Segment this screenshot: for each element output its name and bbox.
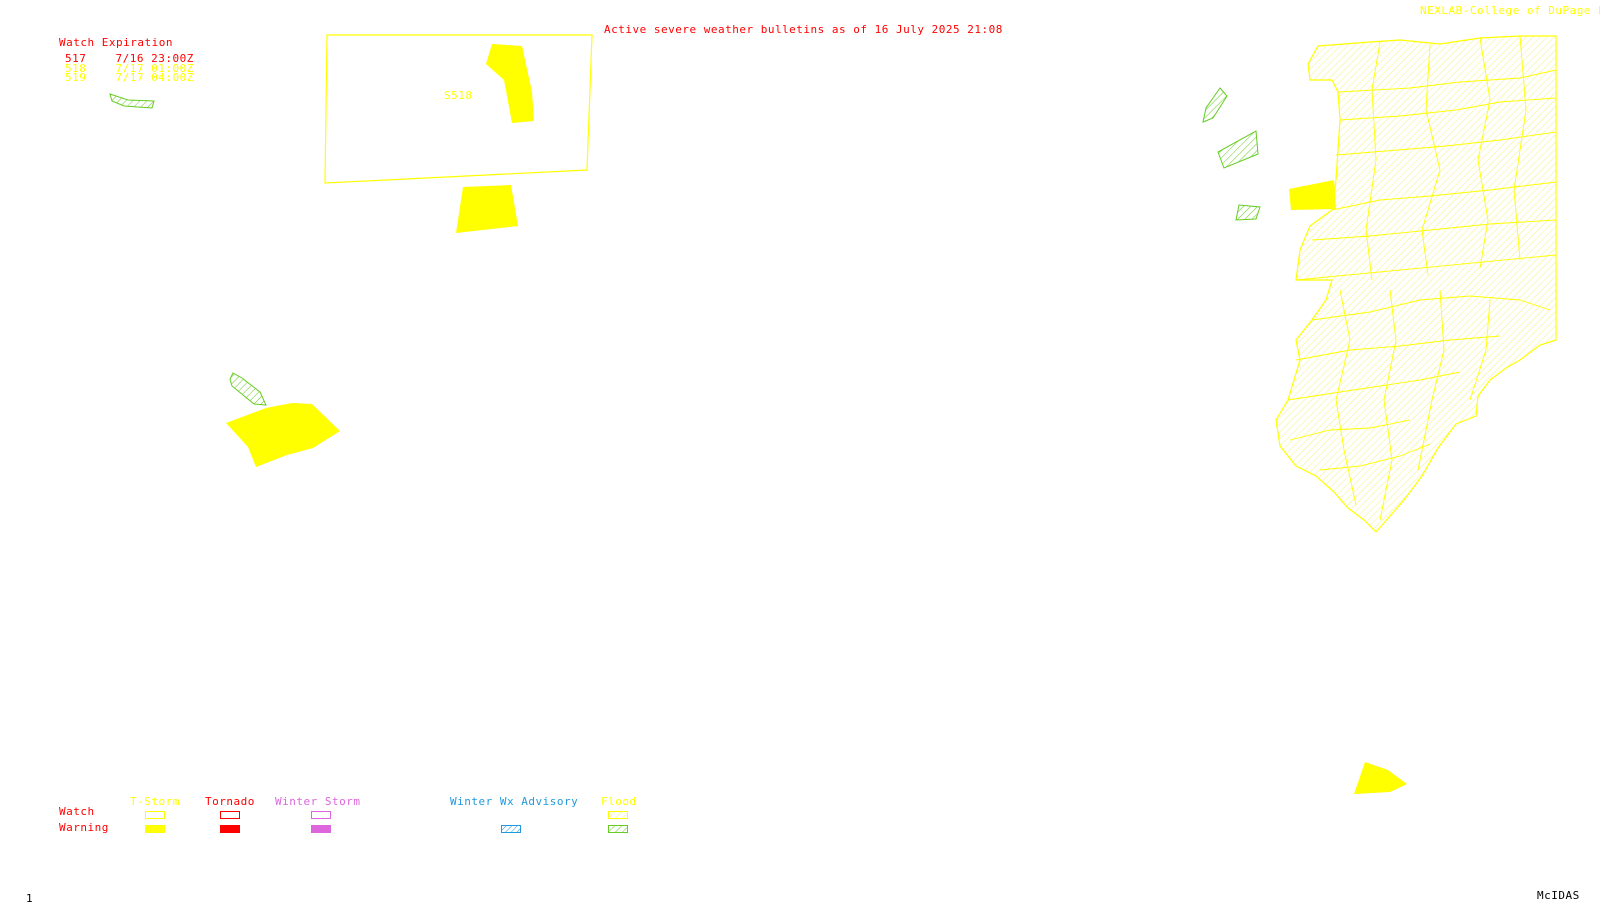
legend-col-winter-advisory: Winter Wx Advisory: [450, 795, 579, 808]
expiration-time: 7/17 01:00Z: [115, 62, 194, 75]
flood-warning-2: [229, 372, 267, 406]
swatch-tornado-watch: [220, 811, 240, 819]
legend-row-watch: Watch: [59, 805, 95, 818]
expiration-row-517: 517 7/16 23:00Z: [65, 53, 194, 65]
flood-warning-4: [1217, 130, 1259, 169]
software-label: McIDAS: [1537, 889, 1580, 902]
swatch-flood-watch: [608, 811, 628, 819]
expiration-watch: 517: [65, 52, 87, 65]
watch-label-s518: S518: [444, 89, 473, 102]
credit-label: NEXLAB-College of DuPage E: [1420, 4, 1600, 17]
flood-warning-5: [1235, 204, 1261, 221]
tstorm-warning-southeast: [1354, 762, 1407, 794]
expiration-watch: 518: [65, 62, 87, 75]
flood-warning-3: [1202, 87, 1228, 123]
swatch-winter-storm-warning: [311, 825, 331, 833]
expiration-row-518: 518 7/17 01:00Z: [65, 63, 194, 75]
swatch-winter-advisory: [501, 825, 521, 833]
tstorm-warning-central: [456, 185, 518, 233]
swatch-tstorm-watch: [145, 811, 165, 819]
swatch-winter-storm-watch: [311, 811, 331, 819]
expiration-row-519: 519 7/17 04:00Z: [65, 72, 194, 84]
expiration-title: Watch Expiration: [59, 36, 173, 49]
swatch-tornado-warning: [220, 825, 240, 833]
tstorm-warning-east: [1289, 180, 1336, 210]
swatch-flood-warning: [608, 825, 628, 833]
legend-col-tstorm: T-Storm: [130, 795, 180, 808]
expiration-watch: 519: [65, 71, 87, 84]
county-lines: [1287, 35, 1557, 521]
legend-col-winter-storm: Winter Storm: [275, 795, 361, 808]
frame-number: 1: [26, 892, 34, 905]
tstorm-warning-north: [486, 44, 534, 123]
flood-warning-1: [109, 93, 155, 109]
expiration-time: 7/17 04:00Z: [115, 71, 194, 84]
legend-col-tornado: Tornado: [205, 795, 255, 808]
bulletin-title: Active severe weather bulletins as of 16…: [604, 23, 1003, 36]
tstorm-warning-southwest: [226, 403, 340, 467]
flood-watch-region: [1275, 35, 1557, 533]
legend-row-warning: Warning: [59, 821, 109, 834]
watch-s518-outline: [324, 34, 593, 184]
expiration-time: 7/16 23:00Z: [115, 52, 194, 65]
swatch-tstorm-warning: [145, 825, 165, 833]
legend-col-flood: Flood: [601, 795, 637, 808]
